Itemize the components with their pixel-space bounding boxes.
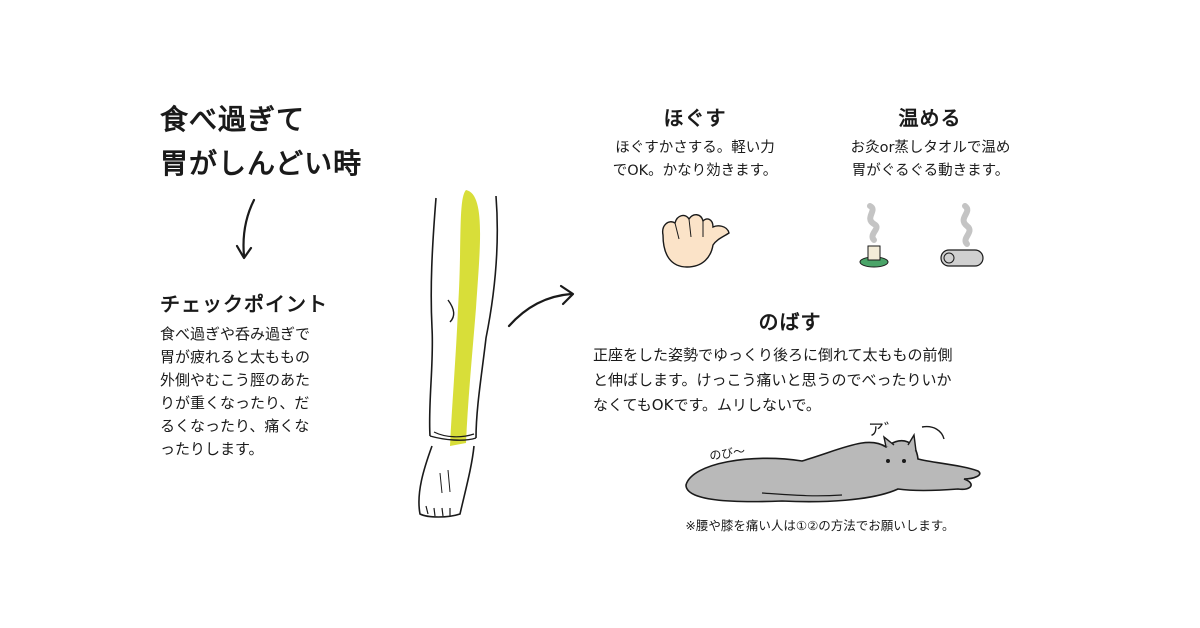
- leg-illustration: [418, 190, 499, 518]
- hogusu-heading: ほぐす: [663, 106, 727, 130]
- arrow-down-icon: [235, 198, 256, 260]
- nobasu-heading: のばす: [758, 310, 822, 334]
- nobasu-text: 正座をした姿勢でゆっくり後ろに倒れて太ももの前側 と伸ばします。けっこう痛いと思…: [593, 343, 1053, 418]
- checkpoint-line: ったりします。: [160, 440, 264, 458]
- nobasu-line: と伸ばします。けっこう痛いと思うのでべったりいか: [593, 371, 952, 389]
- page-title: 食べ過ぎて 胃がしんどい時: [160, 98, 362, 186]
- title-line-1: 食べ過ぎて: [160, 103, 306, 136]
- leg-highlight: [450, 190, 481, 446]
- arrow-right-icon: [507, 284, 575, 328]
- groan-sfx: ア゛: [868, 420, 900, 439]
- hogusu-text: ほぐすかさする。軽い力 でOK。かなり効きます。: [585, 137, 805, 183]
- stretching-cat-illustration: のび〜 ア゛: [685, 420, 981, 503]
- checkpoint-line: 食べ過ぎや呑み過ぎで: [160, 325, 311, 343]
- hogusu-line: ほぐすかさする。軽い力: [615, 140, 775, 156]
- checkpoint-heading: チェックポイント: [160, 292, 328, 316]
- checkpoint-line: 外側やむこう脛のあた: [160, 371, 311, 389]
- title-line-2: 胃がしんどい時: [160, 147, 363, 180]
- stretch-sfx: のび〜: [708, 444, 746, 463]
- hand-icon: [661, 214, 730, 268]
- moxa-icon: [859, 203, 889, 268]
- checkpoint-line: 胃が疲れると太ももの: [160, 348, 311, 366]
- checkpoint-line: りが重くなったり、だ: [160, 394, 310, 412]
- atatameru-heading: 温める: [898, 106, 962, 130]
- atatameru-line: お灸or蒸しタオルで温め: [850, 140, 1011, 156]
- checkpoint-text: 食べ過ぎや呑み過ぎで 胃が疲れると太ももの 外側やむこう脛のあた りが重くなった…: [160, 323, 350, 461]
- atatameru-line: 胃がぐるぐる動きます。: [851, 163, 1010, 179]
- atatameru-text: お灸or蒸しタオルで温め 胃がぐるぐる動きます。: [818, 137, 1043, 183]
- nobasu-line: なくてもOKです。ムリしないで。: [593, 396, 821, 414]
- footnote: ※腰や膝を痛い人は①②の方法でお願いします。: [685, 518, 955, 533]
- checkpoint-line: るくなったり、痛くな: [160, 417, 310, 435]
- nobasu-line: 正座をした姿勢でゆっくり後ろに倒れて太ももの前側: [593, 346, 953, 364]
- steamed-towel-icon: [940, 203, 984, 267]
- hogusu-line: でOK。かなり効きます。: [612, 163, 778, 179]
